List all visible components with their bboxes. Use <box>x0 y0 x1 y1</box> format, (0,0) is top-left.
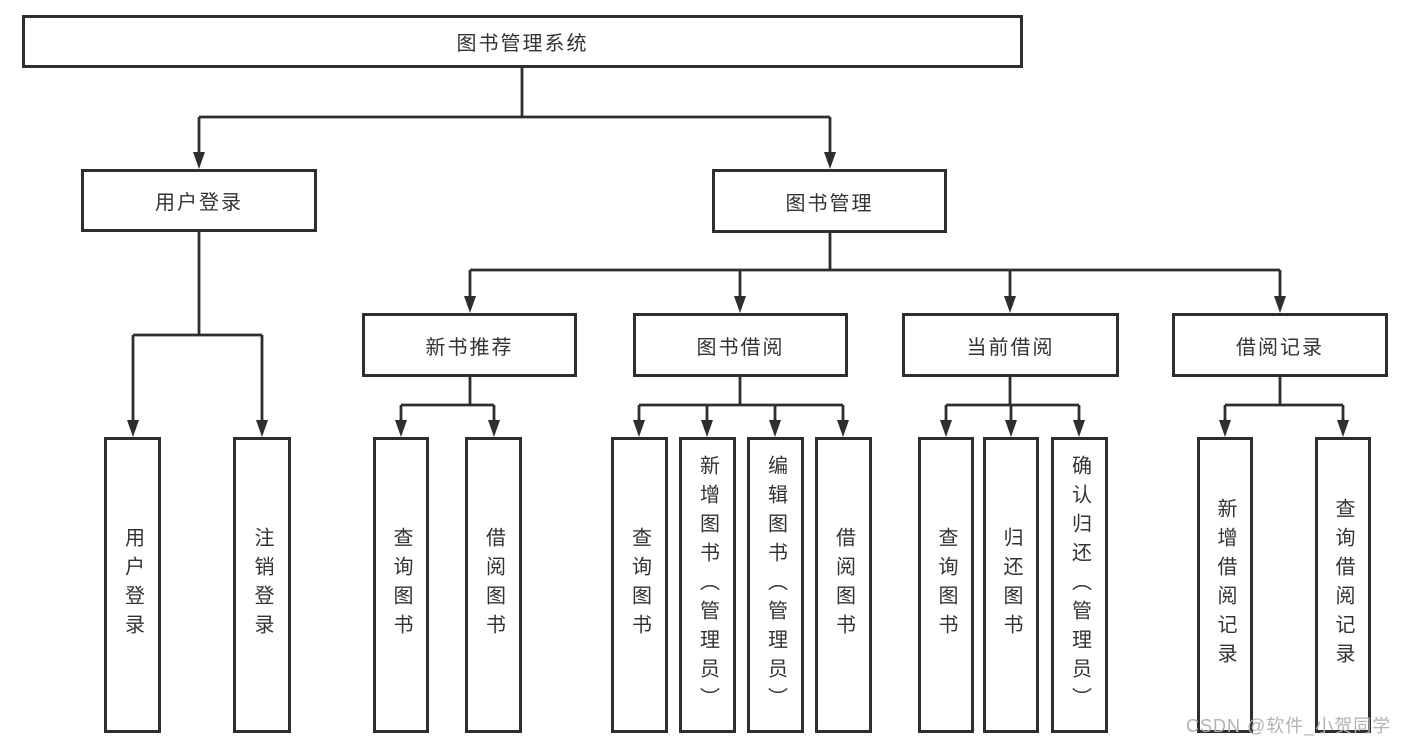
node-book-management-label: 图书管理 <box>785 192 874 215</box>
leaf-current-confirm-return-admin: 确认归还（管理员） <box>1051 437 1108 733</box>
leaf-borrow-add-book-admin-label: 新增图书（管理员） <box>696 454 719 716</box>
leaf-current-return-book: 归还图书 <box>983 437 1039 733</box>
leaf-borrow-borrow-book: 借阅图书 <box>815 437 872 733</box>
leaf-records-add-record: 新增借阅记录 <box>1197 437 1253 733</box>
node-new-book-recommend-label: 新书推荐 <box>425 336 514 359</box>
connector-path <box>131 68 1345 422</box>
node-borrow-records-label: 借阅记录 <box>1236 336 1324 359</box>
leaf-records-query-record: 查询借阅记录 <box>1315 437 1371 733</box>
leaf-user-login-label: 用户登录 <box>121 527 144 643</box>
leaf-recommend-query-book-label: 查询图书 <box>390 527 412 643</box>
leaf-user-login: 用户登录 <box>104 437 161 733</box>
leaf-logout-login: 注销登录 <box>233 437 291 733</box>
node-current-borrow-label: 当前借阅 <box>966 336 1055 359</box>
leaf-logout-login-label: 注销登录 <box>251 527 273 643</box>
leaf-borrow-edit-book-admin-label: 编辑图书（管理员） <box>764 454 787 716</box>
leaf-current-query-book: 查询图书 <box>918 437 974 733</box>
leaf-recommend-borrow-book: 借阅图书 <box>465 437 522 733</box>
leaf-recommend-borrow-book-label: 借阅图书 <box>482 527 505 643</box>
node-system-root: 图书管理系统 <box>22 15 1023 68</box>
node-current-borrow: 当前借阅 <box>902 313 1119 377</box>
leaf-recommend-query-book: 查询图书 <box>373 437 429 733</box>
leaf-current-query-book-label: 查询图书 <box>935 527 957 643</box>
node-user-login: 用户登录 <box>81 169 317 232</box>
node-book-management: 图书管理 <box>712 169 947 233</box>
node-user-login-label: 用户登录 <box>155 192 243 214</box>
node-book-borrow-label: 图书借阅 <box>696 336 785 359</box>
leaf-records-add-record-label: 新增借阅记录 <box>1214 498 1236 672</box>
watermark: CSDN @软件_小贺同学 <box>1186 716 1392 736</box>
leaf-borrow-add-book-admin: 新增图书（管理员） <box>679 437 736 733</box>
leaf-current-confirm-return-admin-label: 确认归还（管理员） <box>1068 454 1091 716</box>
leaf-borrow-query-book: 查询图书 <box>611 437 668 733</box>
node-book-borrow: 图书借阅 <box>633 313 848 377</box>
leaf-borrow-edit-book-admin: 编辑图书（管理员） <box>747 437 804 733</box>
leaf-borrow-query-book-label: 查询图书 <box>628 527 651 643</box>
node-new-book-recommend: 新书推荐 <box>362 313 577 377</box>
node-system-root-label: 图书管理系统 <box>456 33 589 55</box>
node-borrow-records: 借阅记录 <box>1172 313 1388 377</box>
leaf-borrow-borrow-book-label: 借阅图书 <box>832 527 855 643</box>
leaf-current-return-book-label: 归还图书 <box>1000 527 1022 643</box>
leaf-records-query-record-label: 查询借阅记录 <box>1332 498 1354 672</box>
